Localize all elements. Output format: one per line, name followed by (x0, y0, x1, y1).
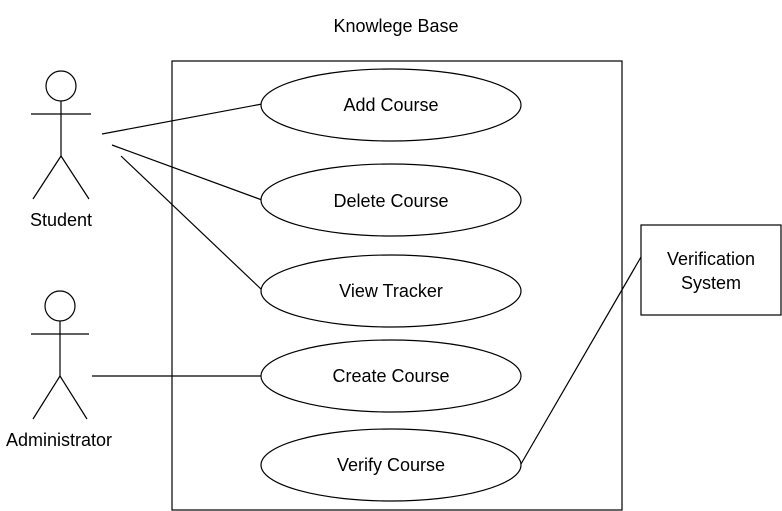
use-case-view-tracker-label: View Tracker (339, 281, 443, 301)
use-case-add-course-label: Add Course (343, 95, 438, 115)
use-case-delete-course-ellipse (260, 163, 522, 237)
use-case-create-course-ellipse (260, 339, 522, 413)
use-case-view-tracker-ellipse (260, 254, 522, 328)
use-case-create-course: Create Course (260, 339, 522, 413)
association-student-add-course (101, 103, 263, 135)
use-case-delete-course-label: Delete Course (333, 191, 448, 211)
associations (92, 103, 642, 465)
verification-system: Verification System (640, 224, 782, 316)
actor-student-head (45, 70, 77, 102)
verification-system-label-line2: System (681, 273, 741, 293)
actor-student-right-leg (60, 155, 90, 200)
actor-administrator-right-leg (59, 375, 88, 420)
actor-student-left-leg (32, 155, 62, 200)
use-case-verify-course-ellipse (260, 428, 522, 502)
use-case-verify-course: Verify Course (260, 428, 522, 502)
use-case-delete-course: Delete Course (260, 163, 522, 237)
association-student-view-tracker (120, 155, 263, 291)
actor-administrator-label: Administrator (6, 430, 112, 450)
system-boundary-title: Knowlege Base (333, 16, 458, 36)
use-case-add-course-ellipse (260, 68, 522, 142)
actor-administrator: Administrator (6, 290, 112, 450)
actor-student: Student (30, 70, 92, 230)
association-student-delete-course (111, 144, 263, 201)
use-case-view-tracker: View Tracker (260, 254, 522, 328)
actor-administrator-left-leg (32, 375, 61, 420)
actor-administrator-head (44, 290, 76, 322)
association-verify-course-verification-system (520, 256, 642, 465)
use-case-verify-course-label: Verify Course (337, 455, 445, 475)
use-case-add-course: Add Course (260, 68, 522, 142)
actor-student-label: Student (30, 210, 92, 230)
verification-system-label-line1: Verification (667, 249, 755, 269)
verification-system-box (640, 224, 782, 316)
use-case-create-course-label: Create Course (332, 366, 449, 386)
